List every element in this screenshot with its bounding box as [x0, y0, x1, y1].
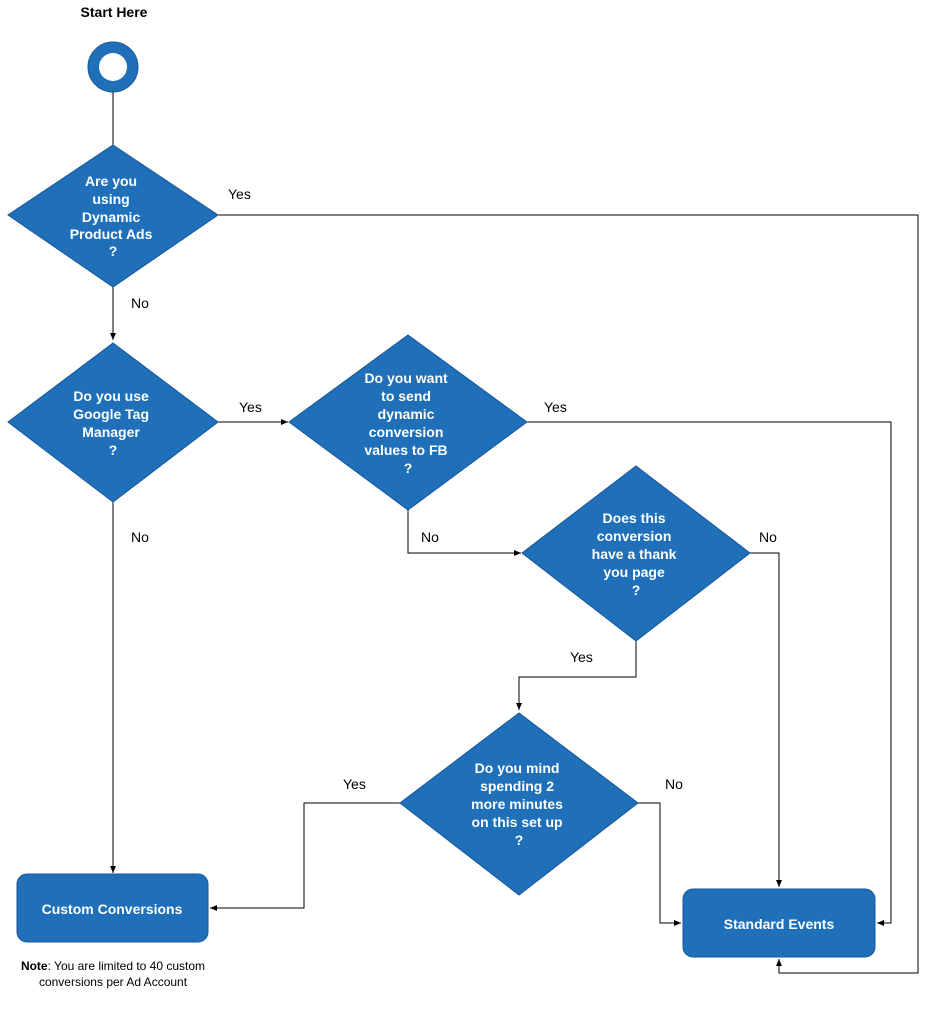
edge-label-dynamic-yes: Yes — [544, 399, 567, 415]
decision-dynamic-values — [288, 334, 528, 511]
start-node-inner — [99, 53, 127, 81]
dynamic-text: Do you want to send dynamic conversion v… — [364, 370, 451, 476]
note-line-2: conversions per Ad Account — [39, 975, 188, 989]
decision-dynamic-product-ads — [7, 144, 219, 288]
edge-label-gtm-yes: Yes — [239, 399, 262, 415]
start-title: Start Here — [81, 4, 148, 20]
dpa-text: Are you using Dynamic Product Ads ? — [70, 173, 157, 259]
custom-conversions-label: Custom Conversions — [42, 901, 183, 917]
decision-google-tag-manager — [7, 342, 219, 503]
edge-thankyou-yes — [516, 641, 637, 710]
edge-label-dynamic-no: No — [421, 529, 439, 545]
edge-label-thankyou-no: No — [759, 529, 777, 545]
edge-dpa-yes — [218, 214, 919, 974]
edge-label-thankyou-yes: Yes — [570, 649, 593, 665]
decision-mind-spending — [399, 712, 639, 896]
process-custom-conversions — [16, 873, 209, 943]
edge-label-dpa-no: No — [131, 295, 149, 311]
edge-dynamic-yes — [527, 421, 892, 926]
thankyou-text: Does this conversion have a thank you pa… — [592, 510, 681, 598]
note-bold: Note — [21, 959, 48, 973]
edge-dynamic-no — [407, 510, 521, 556]
process-standard-events — [682, 888, 876, 958]
decision-thank-you-page — [521, 465, 751, 642]
edge-label-mind-yes: Yes — [343, 776, 366, 792]
standard-events-label: Standard Events — [724, 916, 835, 932]
edge-label-mind-no: No — [665, 776, 683, 792]
edge-mind-yes — [210, 802, 400, 911]
note-line-1: Note: You are limited to 40 custom — [21, 959, 205, 973]
note-rest: : You are limited to 40 custom — [48, 959, 205, 973]
gtm-text: Do you use Google Tag Manager ? — [73, 388, 153, 458]
edge-mind-no — [638, 802, 681, 926]
edge-label-dpa-yes: Yes — [228, 186, 251, 202]
edge-thankyou-no — [750, 552, 782, 887]
edge-label-gtm-no: No — [131, 529, 149, 545]
mind-text: Do you mind spending 2 more minutes on t… — [471, 760, 567, 848]
